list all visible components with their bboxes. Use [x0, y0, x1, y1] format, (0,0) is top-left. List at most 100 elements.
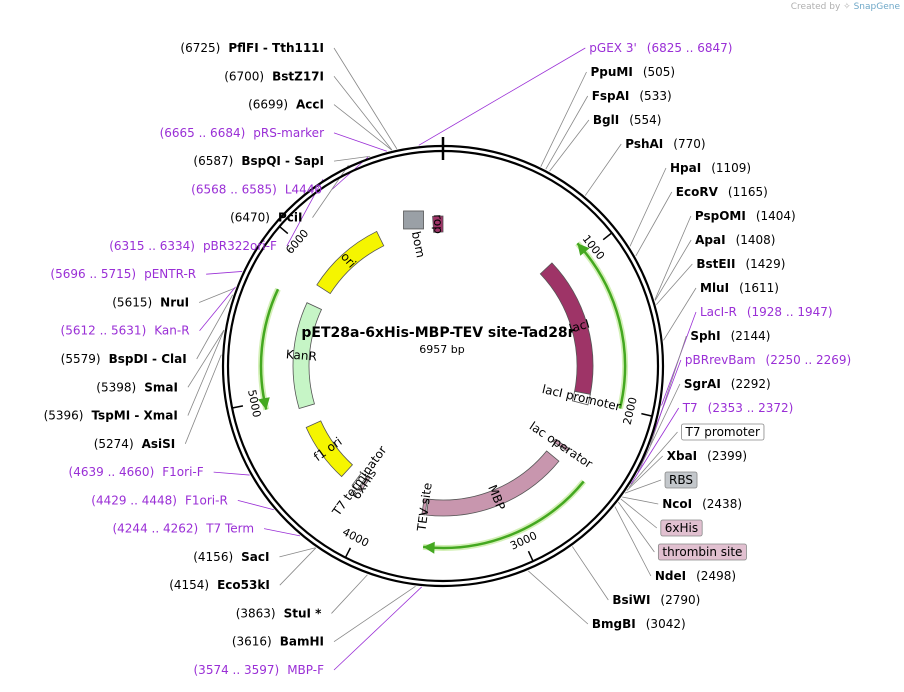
orf-arrow [259, 288, 280, 410]
primer-t7[interactable]: T7(2353 .. 2372) [682, 401, 794, 415]
feature-box[interactable] [403, 210, 424, 230]
primer-f1ori-f[interactable]: F1ori-F(4639 .. 4660) [69, 465, 204, 479]
site-position: (2144) [731, 329, 771, 343]
primer-mbp-f[interactable]: MBP-F(3574 .. 3597) [194, 663, 325, 677]
enzyme-bstz17i[interactable]: BstZ17I(6700) [224, 69, 324, 83]
backbone [221, 137, 665, 588]
enzyme-hpai[interactable]: HpaI(1109) [670, 161, 751, 175]
enzyme-smai[interactable]: SmaI(5398) [96, 380, 178, 394]
primer-f1ori-r[interactable]: F1ori-R(4429 .. 4448) [91, 493, 228, 507]
primer-prs-marker[interactable]: pRS-marker(6665 .. 6684) [160, 126, 324, 140]
enzyme-bsteii[interactable]: BstEII(1429) [696, 257, 785, 271]
enzyme-eco53ki[interactable]: Eco53kI(4154) [169, 578, 270, 592]
feature-rop[interactable]: rop [431, 214, 446, 234]
tick-label: 2000 [621, 396, 640, 426]
enzyme-ppumi[interactable]: PpuMI(505) [591, 65, 676, 79]
enzyme-nrui[interactable]: NruI(5615) [112, 295, 189, 309]
feature-body[interactable] [571, 390, 591, 406]
orf-arrowhead [577, 243, 590, 256]
site-position: (2438) [702, 497, 742, 511]
enzyme-pspomi[interactable]: PspOMI(1404) [695, 209, 796, 223]
leader-line [654, 215, 692, 300]
enzyme-stui-[interactable]: StuI *(3863) [236, 606, 322, 620]
primer-pentr-r[interactable]: pENTR-R(5696 .. 5715) [50, 267, 196, 281]
orf-arrowhead [257, 397, 270, 410]
leader-line [206, 271, 243, 275]
enzyme-bspdi-clai[interactable]: BspDI - ClaI(5579) [61, 352, 187, 366]
site-position: (3863) [236, 606, 276, 620]
feature-tev-site[interactable]: TEV site [414, 482, 434, 533]
feature-body[interactable] [316, 230, 385, 295]
feature-body[interactable] [358, 476, 371, 493]
site-position: (5274) [94, 437, 134, 451]
site-name: PpuMI [591, 65, 633, 79]
leader-line [237, 499, 274, 511]
feature-body[interactable] [426, 450, 560, 517]
feature-body[interactable] [292, 302, 323, 409]
enzyme-ncoi[interactable]: NcoI(2438) [662, 497, 742, 511]
enzyme-acci[interactable]: AccI(6699) [248, 98, 324, 112]
credit-prefix: Created by [790, 2, 841, 12]
feature-label: KanR [285, 347, 317, 363]
enzyme-apai[interactable]: ApaI(1408) [695, 233, 775, 247]
feature-box-bg [664, 471, 698, 489]
feature-body[interactable] [305, 420, 354, 478]
feature-thrombin-site[interactable]: thrombin site [657, 543, 747, 561]
enzyme-bsiwi[interactable]: BsiWI(2790) [612, 593, 700, 607]
primer-pbrrevbam[interactable]: pBRrevBam(2250 .. 2269) [685, 353, 851, 367]
enzyme-asisi[interactable]: AsiSI(5274) [94, 437, 176, 451]
enzyme-pshai[interactable]: PshAI (770) [625, 137, 705, 151]
feature-body[interactable] [351, 471, 368, 490]
primer-l4440[interactable]: L4440(6568 .. 6585) [191, 182, 322, 196]
feature-body[interactable] [552, 438, 570, 452]
feature-ori[interactable]: ori [316, 230, 385, 295]
leader-line [624, 479, 662, 494]
feature-box-label: T7 promoter [685, 425, 761, 439]
site-position: (770) [673, 137, 705, 151]
site-position: (2498) [696, 569, 736, 583]
enzyme-ndei[interactable]: NdeI(2498) [655, 569, 736, 583]
enzyme-tspmi-xmai[interactable]: TspMI - XmaI (5396) [44, 409, 178, 423]
enzyme-bamhi[interactable]: BamHI(3616) [232, 635, 324, 649]
enzyme-bspqi-sapi[interactable]: BspQI - SapI(6587) [193, 154, 324, 168]
enzyme-bmgbi[interactable]: BmgBI(3042) [592, 617, 686, 631]
site-name: FspAI [592, 89, 630, 103]
feature-6xhis[interactable]: 6xHis [660, 519, 703, 537]
leader-line [213, 471, 250, 476]
enzyme-bgli[interactable]: BglI(554) [593, 113, 662, 127]
primer-t7-term[interactable]: T7 Term(4244 .. 4262) [112, 522, 254, 536]
leader-line [279, 547, 317, 586]
enzyme-mlui[interactable]: MluI(1611) [700, 281, 779, 295]
feature-kanr[interactable]: KanR [285, 302, 323, 409]
feature-rbs[interactable]: RBS [664, 471, 698, 489]
enzyme-pcii[interactable]: PciI(6470) [230, 211, 302, 225]
feature-body[interactable] [432, 215, 444, 233]
enzyme-xbai[interactable]: XbaI(2399) [667, 449, 747, 463]
enzyme-saci[interactable]: SacI(4156) [193, 550, 269, 564]
primer-pbr322ori-f[interactable]: pBR322ori-F(6315 .. 6334) [109, 239, 277, 253]
feature-box-bg [660, 519, 703, 537]
primer-pgex-3-[interactable]: pGEX 3'(6825 .. 6847) [589, 41, 732, 55]
primer-laci-r[interactable]: LacI-R(1928 .. 1947) [700, 305, 833, 319]
site-name: TspMI - XmaI [91, 409, 177, 423]
site-name: PshAI [625, 137, 663, 151]
site-name: EcoRV [676, 185, 719, 199]
feature-body[interactable] [421, 498, 428, 516]
leader-line [286, 179, 324, 247]
site-position: (5396) [44, 409, 84, 423]
site-position: (6725) [180, 41, 220, 55]
feature-mbp[interactable]: MBP [426, 450, 560, 517]
leader-line [279, 547, 316, 558]
primer-kan-r[interactable]: Kan-R(5612 .. 5631) [61, 324, 190, 338]
site-name: AccI [296, 98, 324, 112]
enzyme-ecorv[interactable]: EcoRV(1165) [676, 185, 768, 199]
enzyme-fspai[interactable]: FspAI(533) [592, 89, 672, 103]
site-name: HpaI [670, 161, 701, 175]
leader-line [333, 585, 416, 643]
feature-t7-promoter[interactable]: T7 promoter [681, 423, 765, 441]
feature-bom[interactable]: bom [403, 210, 428, 259]
enzyme-pflfi-tth111i[interactable]: PflFI - Tth111I(6725) [180, 41, 324, 55]
enzyme-sgrai[interactable]: SgrAI(2292) [684, 377, 771, 391]
feature-f1-ori[interactable]: f1 ori [305, 420, 354, 478]
enzyme-sphi[interactable]: SphI(2144) [690, 329, 770, 343]
